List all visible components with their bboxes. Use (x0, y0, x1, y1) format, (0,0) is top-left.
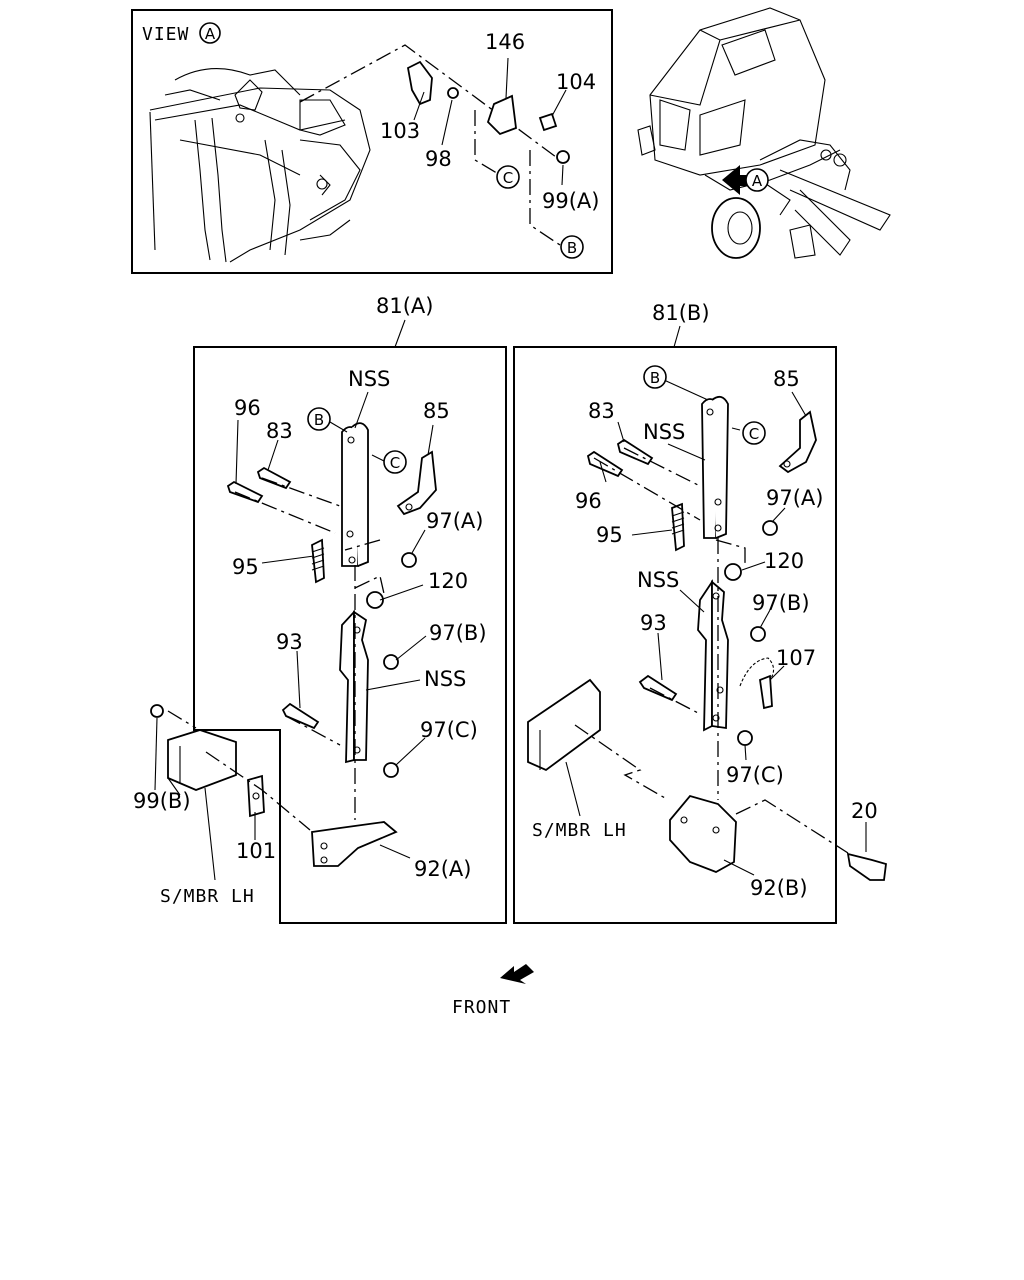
ref-c-circle (496, 165, 520, 189)
title-81a: 81(A) (376, 294, 433, 318)
view-a-ref-circle (199, 22, 221, 44)
label-96-b: 96 (575, 489, 602, 513)
front-indicator: FRONT (452, 964, 534, 1018)
part-104-bolt (538, 112, 558, 132)
part-83-bolt-a (256, 466, 292, 490)
part-nss-link-lower-a (339, 609, 355, 764)
part-99b-nut (150, 704, 164, 718)
view-a-parts (299, 44, 570, 246)
part-120-washer-a (366, 591, 384, 609)
part-120-washer-b (724, 563, 742, 581)
part-92b-bracket (669, 794, 737, 873)
label-120-a: 120 (428, 569, 468, 593)
label-107: 107 (776, 646, 816, 670)
label-95-b: 95 (596, 523, 623, 547)
label-103: 103 (380, 119, 420, 143)
front-arrow-icon (500, 964, 534, 984)
part-20-bolt (846, 852, 887, 881)
label-nss-b2: NSS (637, 568, 679, 592)
label-92a: 92(A) (414, 857, 471, 881)
truck-illustration: A (637, 7, 891, 259)
title-81b: 81(B) (652, 301, 710, 325)
label-98: 98 (425, 147, 452, 171)
label-97b-a: 97(B) (429, 621, 487, 645)
part-97c-washer-b (737, 730, 753, 746)
part-85-bracket-b (778, 410, 817, 474)
label-smbr-b: S/MBR LH (532, 820, 627, 841)
part-97b-washer-b (750, 626, 766, 642)
label-93-a: 93 (276, 630, 303, 654)
label-83-b: 83 (588, 399, 615, 423)
ref-c-b: C (749, 425, 759, 443)
label-97a-b: 97(A) (766, 486, 823, 510)
ref-c-a: C (390, 454, 400, 472)
label-104: 104 (556, 70, 596, 94)
part-97a-washer-b (762, 520, 778, 536)
label-85-a: 85 (423, 399, 450, 423)
view-a-frame (131, 9, 613, 274)
view-a-title: VIEW (142, 24, 189, 45)
part-nss-link-lower-b (697, 579, 713, 732)
assembly-81a: 81(A) (133, 294, 507, 924)
label-146: 146 (485, 30, 525, 54)
part-146-bracket (486, 94, 517, 136)
part-107-chain (739, 657, 775, 687)
ref-b-b: B (650, 369, 660, 387)
label-101: 101 (236, 839, 276, 863)
ref-b-b-circle (643, 365, 667, 389)
label-97c-b: 97(C) (726, 763, 784, 787)
label-83-a: 83 (266, 419, 293, 443)
part-93-bolt-b (638, 674, 678, 702)
part-103-bolt (406, 60, 433, 106)
part-98-washer (447, 87, 459, 99)
label-97b-b: 97(B) (752, 591, 810, 615)
label-93-b: 93 (640, 611, 667, 635)
label-120-b: 120 (764, 549, 804, 573)
label-20: 20 (851, 799, 878, 823)
ref-c-b-circle (742, 421, 766, 445)
label-97a-a: 97(A) (426, 509, 483, 533)
view-a-inset: VIEW A (131, 9, 613, 274)
part-97b-washer-a (383, 654, 399, 670)
part-96-bolt-a (226, 480, 264, 504)
ref-b-circle (560, 235, 584, 259)
part-97c-washer-a (383, 762, 399, 778)
ref-b: B (567, 239, 577, 257)
ref-c-a-circle (383, 450, 407, 474)
view-a-ref: A (205, 25, 216, 43)
view-a-frame-sketch (149, 68, 371, 263)
label-nss-b1: NSS (643, 420, 685, 444)
label-99b: 99(B) (133, 789, 191, 813)
view-direction-arrow (722, 165, 748, 195)
part-93-bolt-a (281, 702, 320, 730)
truck-ref-circle (745, 168, 769, 192)
part-107-pin (759, 674, 773, 710)
label-96-a: 96 (234, 396, 261, 420)
assembly-81b-frame (513, 346, 837, 924)
part-85-bracket-a (396, 450, 437, 516)
ref-c: C (503, 169, 513, 187)
truck-ref: A (752, 172, 763, 190)
label-nss-a2: NSS (424, 667, 466, 691)
part-92a-bracket (311, 821, 398, 867)
part-smbr-lh-b (527, 678, 601, 772)
label-99a: 99(A) (542, 189, 599, 213)
label-92b: 92(B) (750, 876, 808, 900)
assembly-81a-frame (193, 346, 507, 924)
label-nss-a1: NSS (348, 367, 390, 391)
ref-b-a-circle (307, 407, 331, 431)
front-label: FRONT (452, 997, 511, 1018)
part-101-plate (247, 774, 265, 818)
assembly-81b: 81(B) (513, 301, 887, 924)
label-95-a: 95 (232, 555, 259, 579)
label-smbr-a: S/MBR LH (160, 886, 255, 907)
truck-wheel (711, 197, 761, 259)
ref-b-a: B (314, 411, 324, 429)
label-97c-a: 97(C) (420, 718, 478, 742)
label-85-b: 85 (773, 367, 800, 391)
part-smbr-lh-a (167, 729, 237, 791)
part-99a-nut (556, 150, 570, 164)
part-97a-washer-a (401, 552, 417, 568)
